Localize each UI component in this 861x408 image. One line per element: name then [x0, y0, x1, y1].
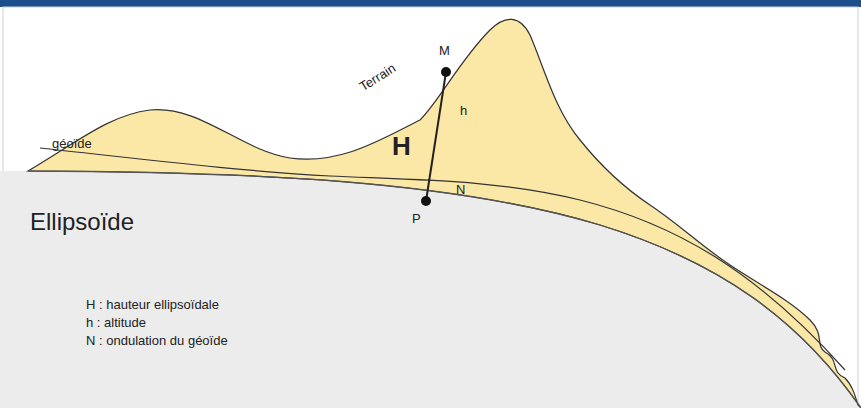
- height-line: [426, 72, 446, 201]
- legend-note: H : hauteur ellipsoïdale: [86, 298, 219, 313]
- point-label: P: [412, 212, 421, 227]
- ellipsoidal-height-symbol: H: [392, 132, 411, 162]
- ellipsoid-label: Ellipsoïde: [30, 208, 134, 236]
- top-bar: [0, 0, 861, 7]
- geoid-label: géoïde: [52, 137, 92, 152]
- point-p: [421, 196, 431, 206]
- altitude-symbol: h: [460, 104, 467, 119]
- point-m: [441, 67, 451, 77]
- terrain-label: Terrain: [357, 61, 399, 95]
- geoid-line: [40, 148, 845, 370]
- geoid-undulation-symbol: N: [456, 183, 465, 198]
- terrain-relief: [28, 19, 861, 408]
- ellipsoid-surface: [28, 171, 861, 408]
- legend-note: h : altitude: [86, 316, 146, 331]
- ellipsoid-body: [0, 171, 861, 408]
- legend-note: N : ondulation du géoïde: [86, 334, 228, 349]
- point-label: M: [439, 44, 450, 59]
